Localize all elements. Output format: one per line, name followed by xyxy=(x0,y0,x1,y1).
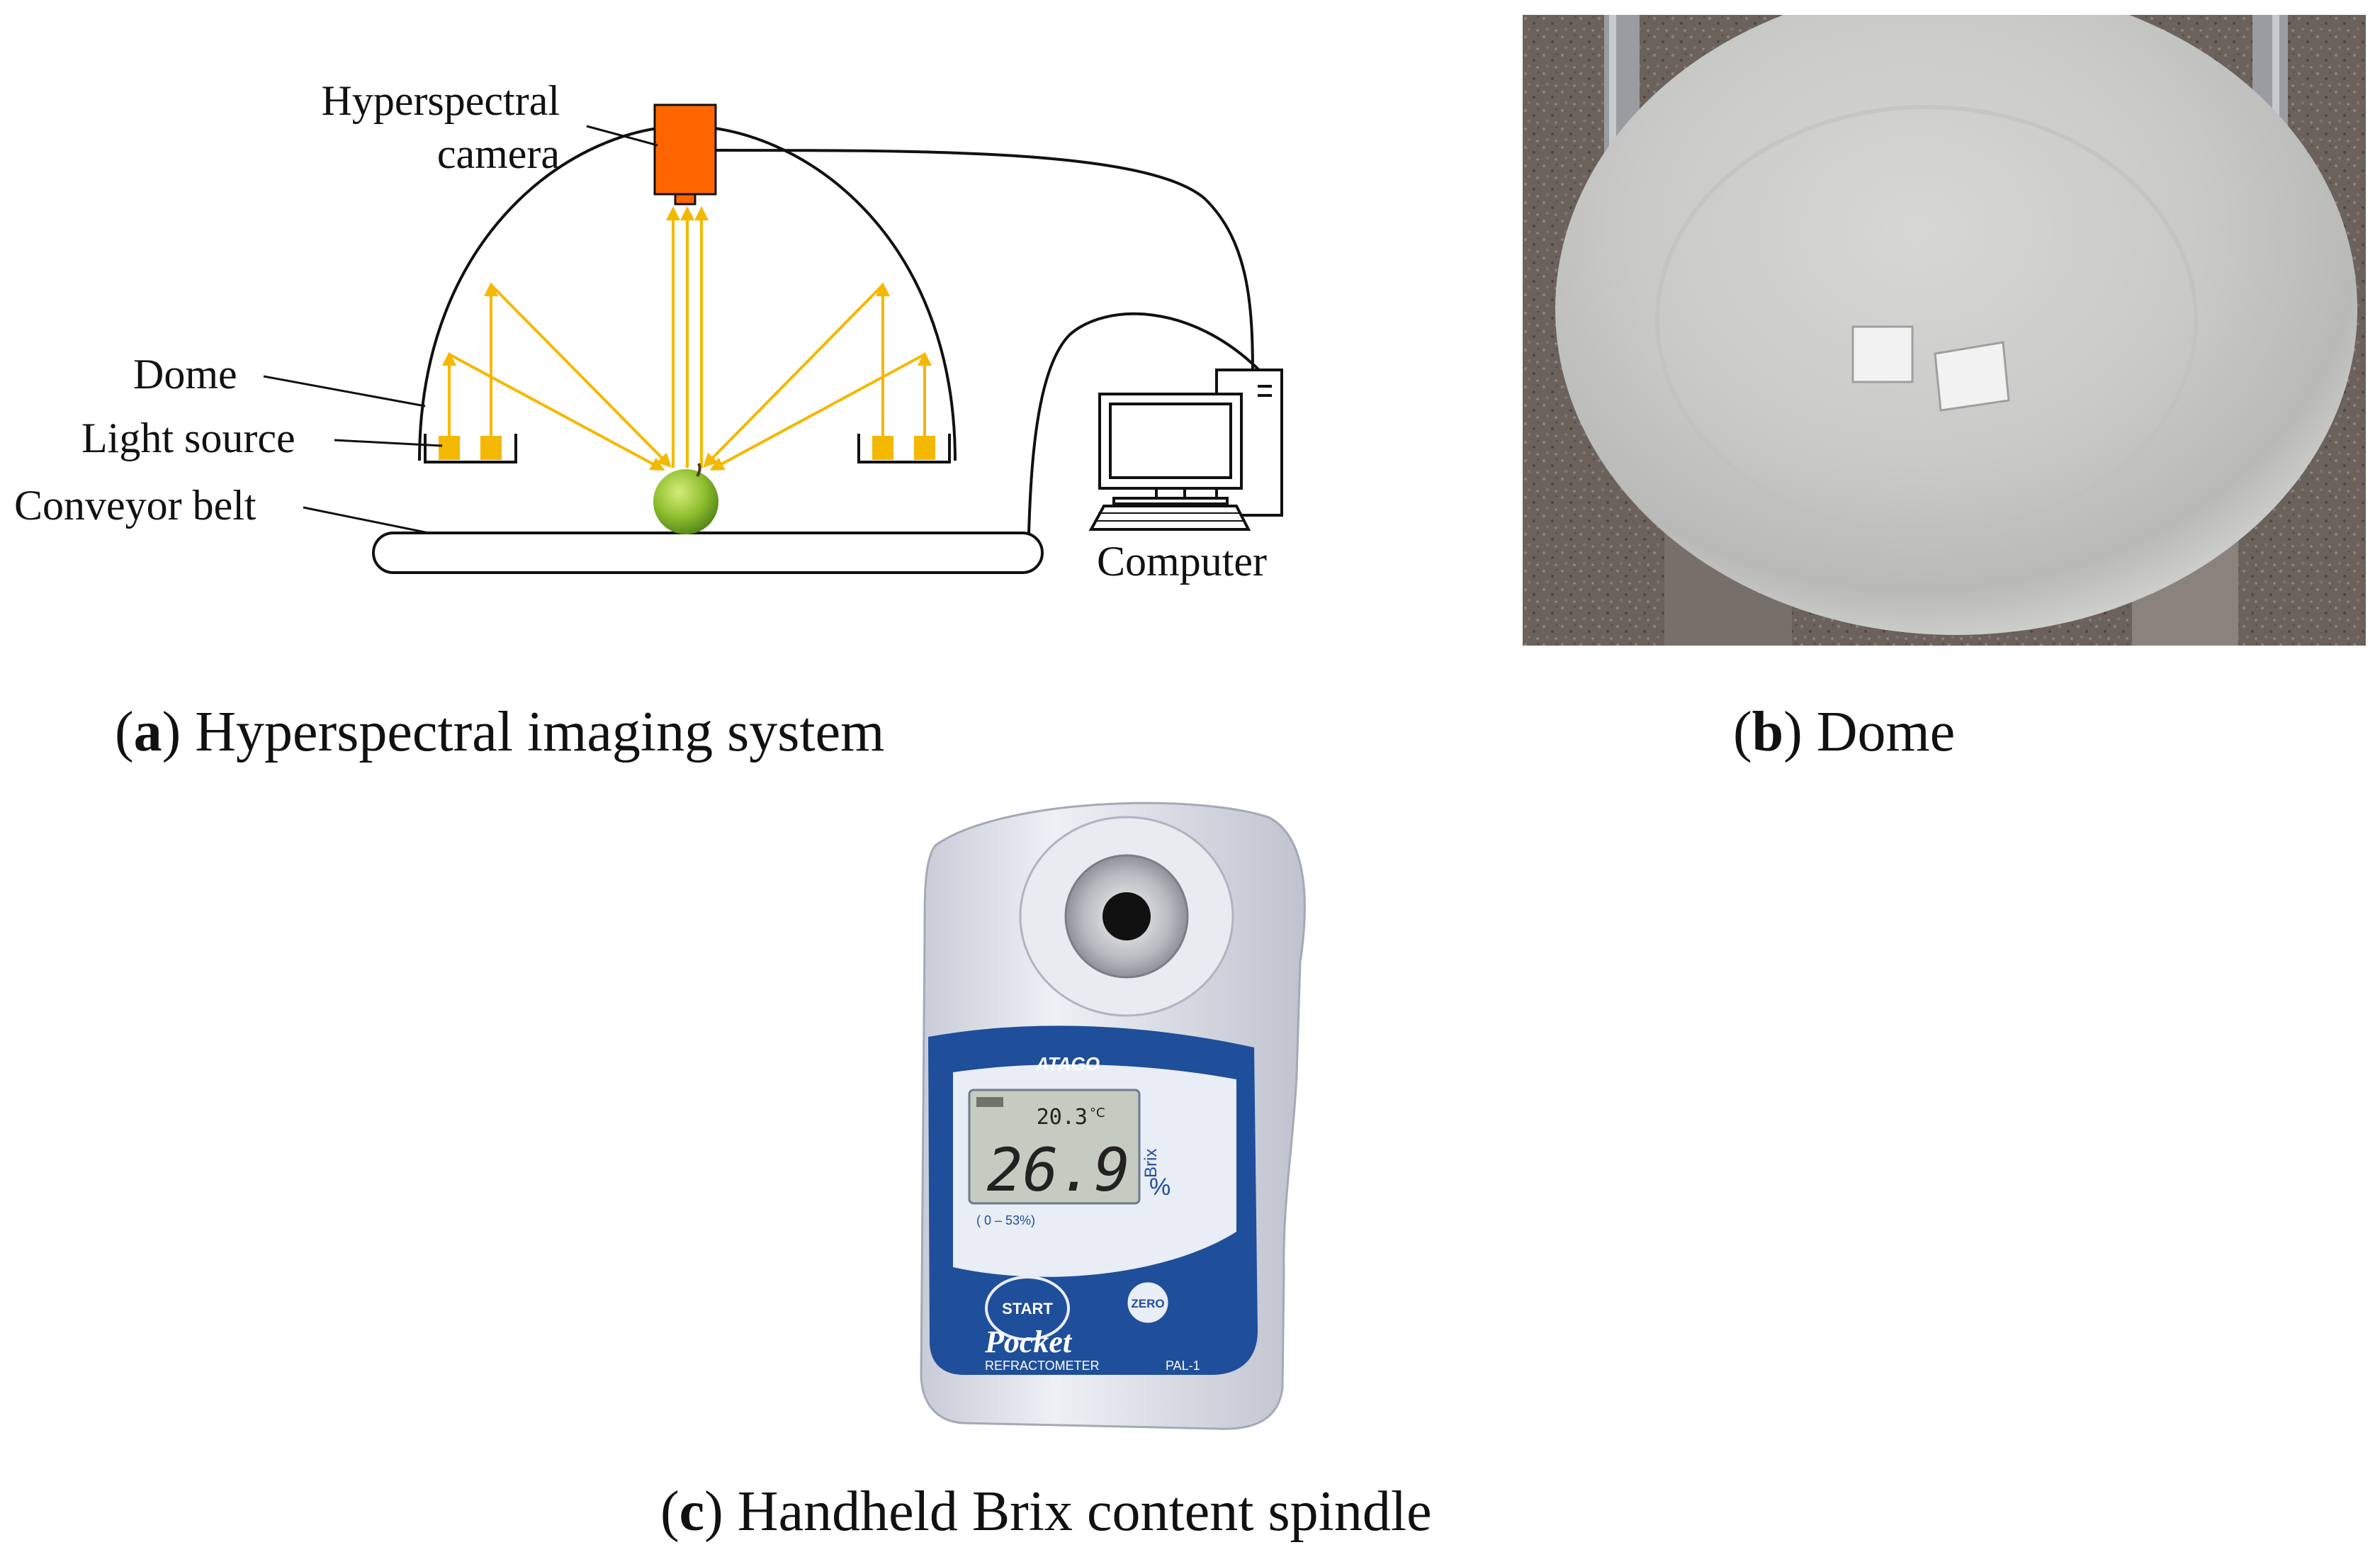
light-tray-right xyxy=(857,434,951,463)
lcd-brix-value: 26.9 xyxy=(987,1135,1130,1205)
product-type: REFRACTOMETER xyxy=(985,1359,1100,1373)
caption-b-letter: b xyxy=(1752,701,1784,763)
caption-c-text: Handheld Brix content spindle xyxy=(737,1480,1432,1543)
light-rays-reflected xyxy=(449,283,925,471)
caption-b: (b) Dome xyxy=(1733,701,1956,763)
dome-shell xyxy=(1555,0,2357,635)
light-source-1 xyxy=(439,436,460,460)
leader-lines xyxy=(263,125,658,534)
computer-label: Computer xyxy=(1097,538,1267,585)
refractometer-photo: ATAGO 20.3 °C 26.9 Brix % ( 0 – 53%) STA… xyxy=(886,778,1332,1444)
model-number: PAL-1 xyxy=(1166,1359,1200,1373)
caption-a-text: Hyperspectral imaging system xyxy=(195,701,885,763)
light-rays-up xyxy=(442,282,932,436)
computer-icon xyxy=(1088,369,1283,531)
zero-button[interactable] xyxy=(1125,1280,1171,1325)
hyperspectral-system-diagram: Hyperspectral camera Dome Light source C… xyxy=(0,0,1453,673)
unit-brix: Brix xyxy=(1141,1149,1161,1178)
start-button-label: START xyxy=(1002,1300,1053,1317)
caption-c: (c) Handheld Brix content spindle xyxy=(660,1480,1432,1543)
apple-sample xyxy=(653,463,718,534)
zero-button-label: ZERO xyxy=(1131,1297,1164,1310)
brand-logo: ATAGO xyxy=(1035,1053,1100,1074)
product-name: Pocket xyxy=(984,1325,1073,1359)
lcd-screen xyxy=(968,1089,1141,1205)
camera-cable xyxy=(715,149,1254,375)
conveyor-belt-label: Conveyor belt xyxy=(14,482,256,529)
prism-lens xyxy=(1102,892,1151,940)
light-tray-left xyxy=(424,434,517,463)
start-button[interactable] xyxy=(985,1276,1070,1341)
lcd-temperature-unit: °C xyxy=(1090,1106,1105,1120)
camera-body xyxy=(653,103,717,196)
system-schematic: Hyperspectral camera Dome Light source C… xyxy=(14,77,1283,585)
light-rays-to-camera xyxy=(666,206,709,468)
camera-label-line1: Hyperspectral xyxy=(321,77,560,124)
caption-a: (a) Hyperspectral imaging system xyxy=(115,701,885,763)
light-source-2 xyxy=(480,436,502,460)
dome-label: Dome xyxy=(133,351,237,398)
dome-photo xyxy=(1523,0,2366,646)
measurement-range: ( 0 – 53%) xyxy=(976,1213,1035,1227)
light-source-3 xyxy=(872,436,893,460)
camera-label-line2: camera xyxy=(437,130,560,177)
camera-lens xyxy=(674,193,696,206)
dome-opening-2 xyxy=(1934,341,2010,412)
dome-photo-illustration xyxy=(1523,0,2366,646)
dome-opening-1 xyxy=(1851,325,1914,383)
conveyor-belt xyxy=(372,532,1044,574)
caption-b-text: Dome xyxy=(1816,701,1956,763)
caption-c-letter: c xyxy=(679,1480,705,1543)
light-source-4 xyxy=(914,436,935,460)
unit-percent: % xyxy=(1149,1174,1171,1201)
conveyor-cable xyxy=(1027,312,1263,534)
caption-a-letter: a xyxy=(133,701,162,763)
refractometer-illustration: ATAGO 20.3 °C 26.9 Brix % ( 0 – 53%) STA… xyxy=(920,802,1306,1430)
light-source-label: Light source xyxy=(81,415,295,461)
lcd-temperature: 20.3 xyxy=(1037,1105,1088,1130)
